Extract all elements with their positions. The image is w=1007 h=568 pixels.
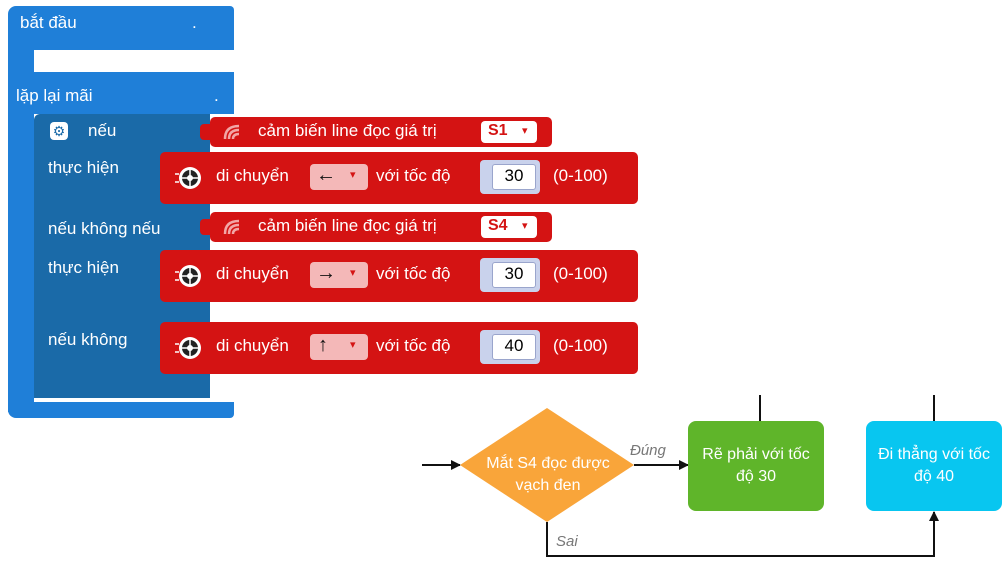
go-straight-box [866, 421, 1002, 511]
arrow-right-icon: → [316, 262, 336, 284]
loop-dot: . [214, 86, 219, 105]
sensor-1-label: cảm biến line đọc giá trị [258, 121, 437, 140]
wheel-icon [175, 265, 201, 287]
move-2-range: (0-100) [553, 264, 608, 283]
wheel-icon [175, 337, 201, 359]
decision-text: Mắt S4 đọc được vạch đen [486, 455, 610, 494]
move-block-3[interactable] [160, 322, 638, 374]
sensor-2-label: cảm biến line đọc giá trị [258, 216, 437, 235]
move-3-range: (0-100) [553, 336, 608, 355]
move-1-speed-input[interactable]: 30 [492, 164, 536, 190]
elseif-label: nếu không nếu [48, 219, 161, 238]
move-3-speed-label: với tốc độ [376, 336, 451, 355]
move-1-direction-dropdown[interactable] [310, 164, 368, 190]
yes-label: Đúng [630, 442, 666, 459]
no-label: Sai [556, 533, 578, 550]
sensor-2-caret: ▾ [522, 220, 528, 232]
loop-block[interactable] [8, 80, 234, 114]
move-2-speed-input[interactable]: 30 [492, 262, 536, 288]
move-2-label: di chuyển [216, 264, 289, 283]
move-1-speed-label: với tốc độ [376, 166, 451, 185]
start-block-bottom [8, 72, 234, 80]
if-block-bottom [34, 380, 210, 398]
move-2-caret: ▾ [350, 267, 356, 279]
if-label: nếu [88, 121, 117, 140]
wheel-icon [175, 167, 201, 189]
move-block-2[interactable] [160, 250, 638, 302]
loop-block-left-arm [8, 112, 34, 412]
move-3-caret: ▾ [350, 339, 356, 351]
turn-right-text: Rẽ phải với tốc độ 30 [702, 446, 810, 485]
decision-diamond [460, 408, 634, 522]
start-block[interactable] [8, 6, 234, 50]
sensor-2-value: S4 [488, 217, 508, 234]
move-3-speed-input[interactable]: 40 [492, 334, 536, 360]
turn-right-box [688, 421, 824, 511]
go-straight-text: Đi thẳng với tốc độ 40 [878, 446, 990, 485]
move-block-1[interactable] [160, 152, 638, 204]
arrow-left-icon: ← [316, 164, 336, 186]
else-label: nếu không [48, 330, 128, 349]
sensor-block-1-notch [200, 124, 214, 140]
move-3-label: di chuyển [216, 336, 289, 355]
sensor-1-caret: ▾ [522, 125, 528, 137]
sensor-block-2-notch [200, 219, 214, 235]
move-2-direction-dropdown[interactable] [310, 262, 368, 288]
no-arrow [546, 511, 939, 557]
start-dot: . [192, 13, 197, 32]
do2-label: thực hiện [48, 258, 119, 277]
start-label: bắt đầu [20, 13, 77, 32]
gear-icon[interactable]: ⚙ [50, 122, 68, 140]
move-2-speed-label: với tốc độ [376, 264, 451, 283]
sensor-1-value: S1 [488, 122, 508, 139]
sensor-2-dropdown[interactable] [481, 216, 537, 238]
loop-label: lặp lại mãi [16, 86, 93, 105]
move-1-label: di chuyển [216, 166, 289, 185]
move-1-caret: ▾ [350, 169, 356, 181]
arrow-up-icon: ↑ [318, 334, 328, 356]
loop-block-bottom [8, 402, 234, 418]
line-sensor-icon [223, 124, 240, 140]
line-sensor-icon [223, 219, 240, 235]
move-3-direction-dropdown[interactable] [310, 334, 368, 360]
move-1-range: (0-100) [553, 166, 608, 185]
sensor-1-dropdown[interactable] [481, 121, 537, 143]
do1-label: thực hiện [48, 158, 119, 177]
